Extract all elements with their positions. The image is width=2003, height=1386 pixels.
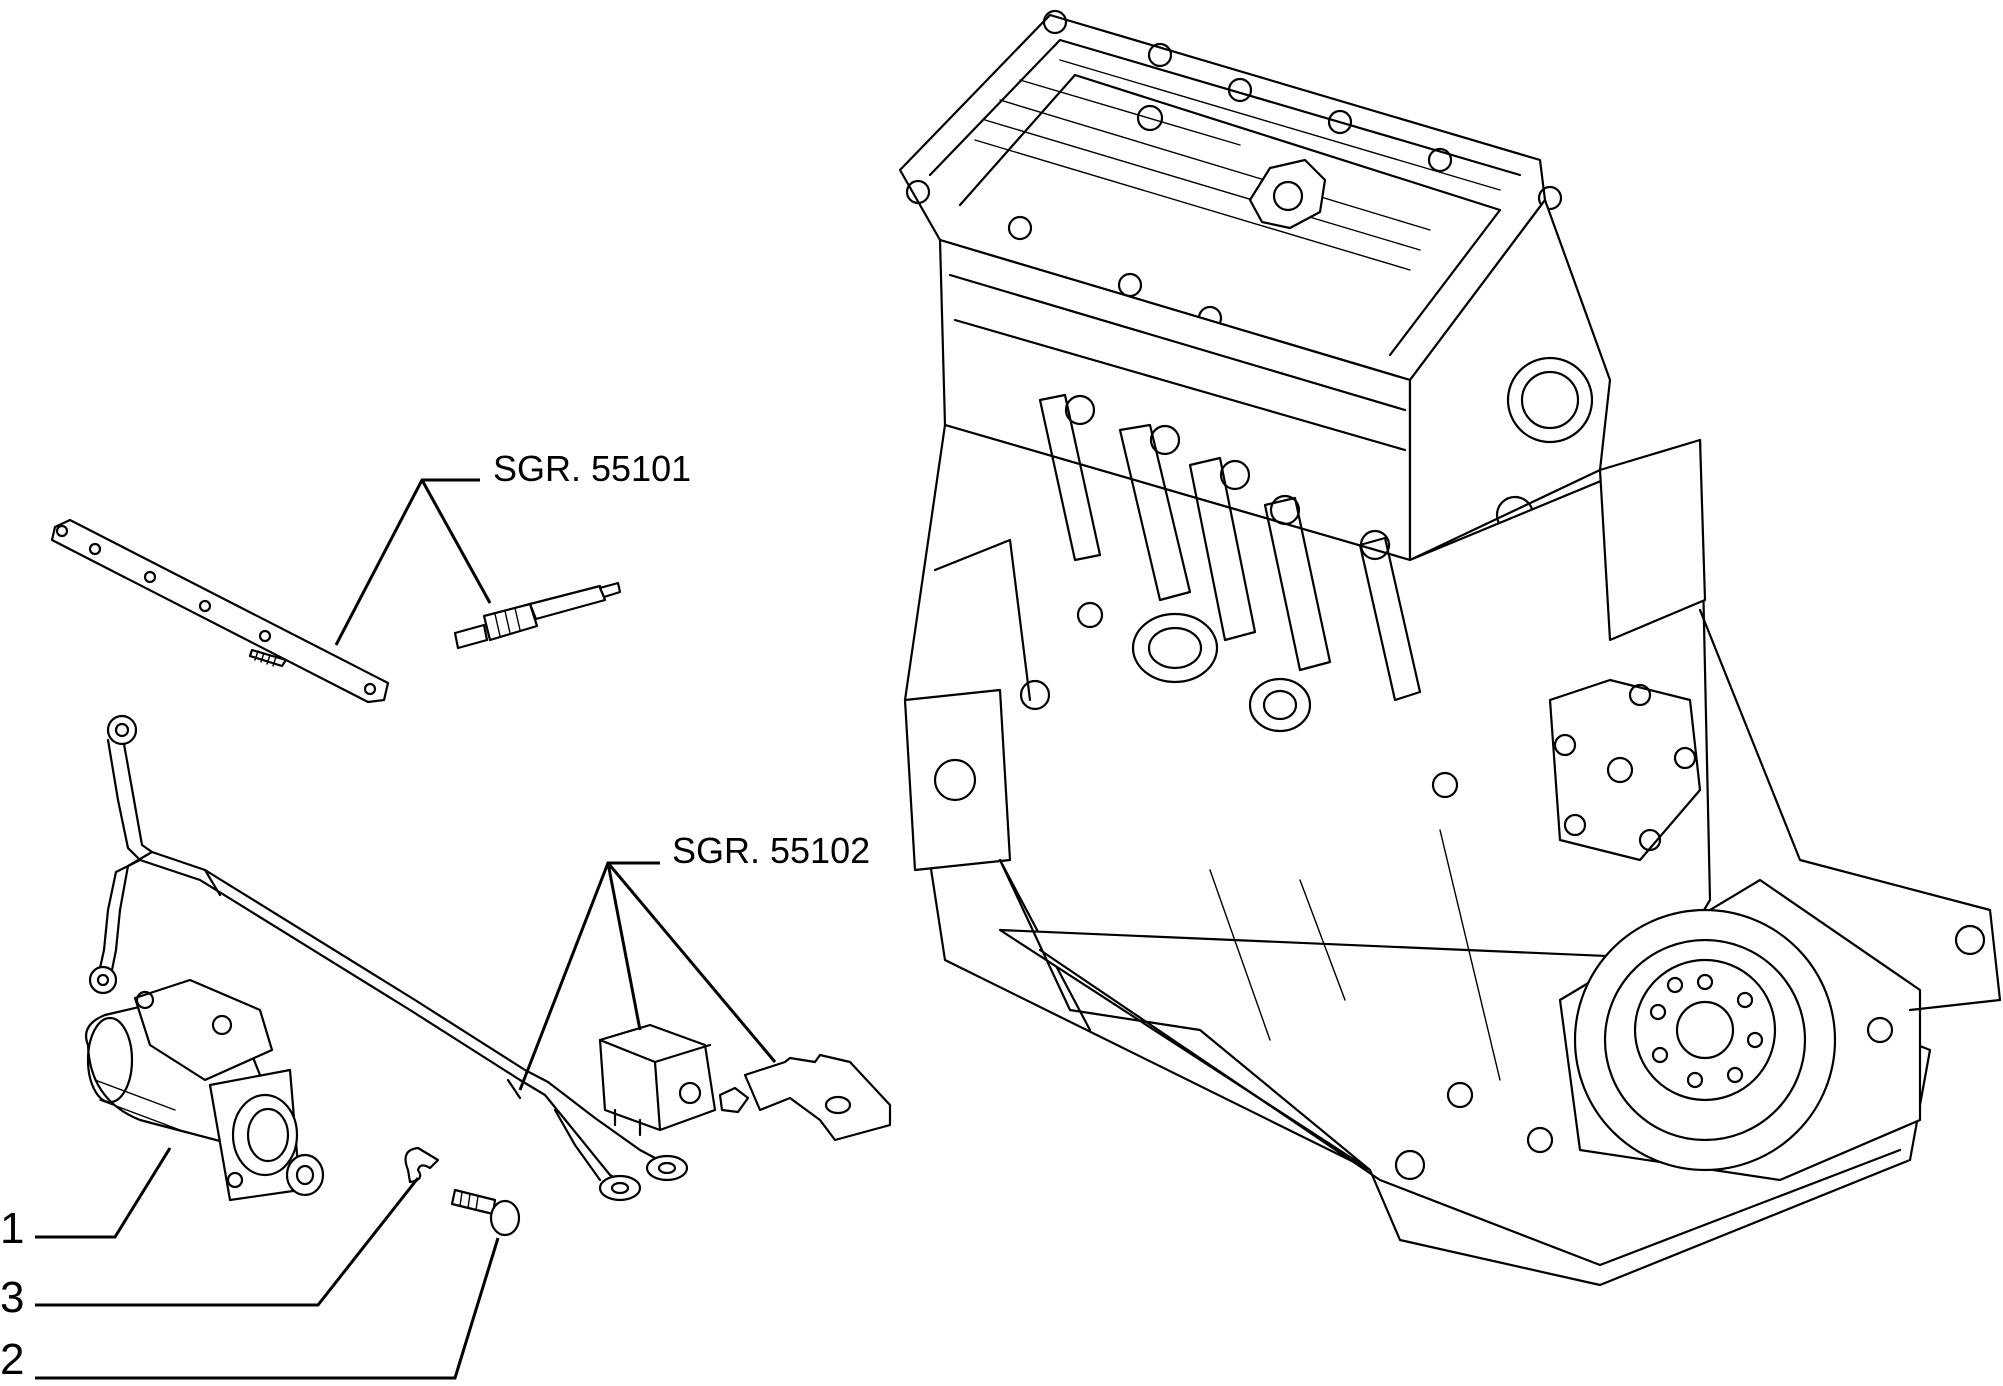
battery-cable-drawing: [88, 714, 689, 1202]
bolt-drawing: [450, 1188, 521, 1237]
bracket-drawing: [718, 1053, 892, 1142]
glow-plug-strip-drawing: [50, 518, 390, 704]
engine-block-drawing: [898, 9, 2002, 1287]
relay-drawing: [598, 1023, 717, 1137]
callout-sgr-55102: SGR. 55102: [672, 830, 870, 871]
starter-motor-drawing: [84, 978, 325, 1202]
callout-item-3: 3: [0, 1273, 24, 1322]
callout-item-2: 2: [0, 1335, 24, 1381]
washer-drawing: [404, 1146, 440, 1184]
callout-item-1: 1: [0, 1204, 24, 1253]
leader-lines: [35, 478, 777, 1380]
glow-plug-drawing: [453, 581, 622, 650]
callout-sgr-55101: SGR. 55101: [493, 448, 691, 489]
